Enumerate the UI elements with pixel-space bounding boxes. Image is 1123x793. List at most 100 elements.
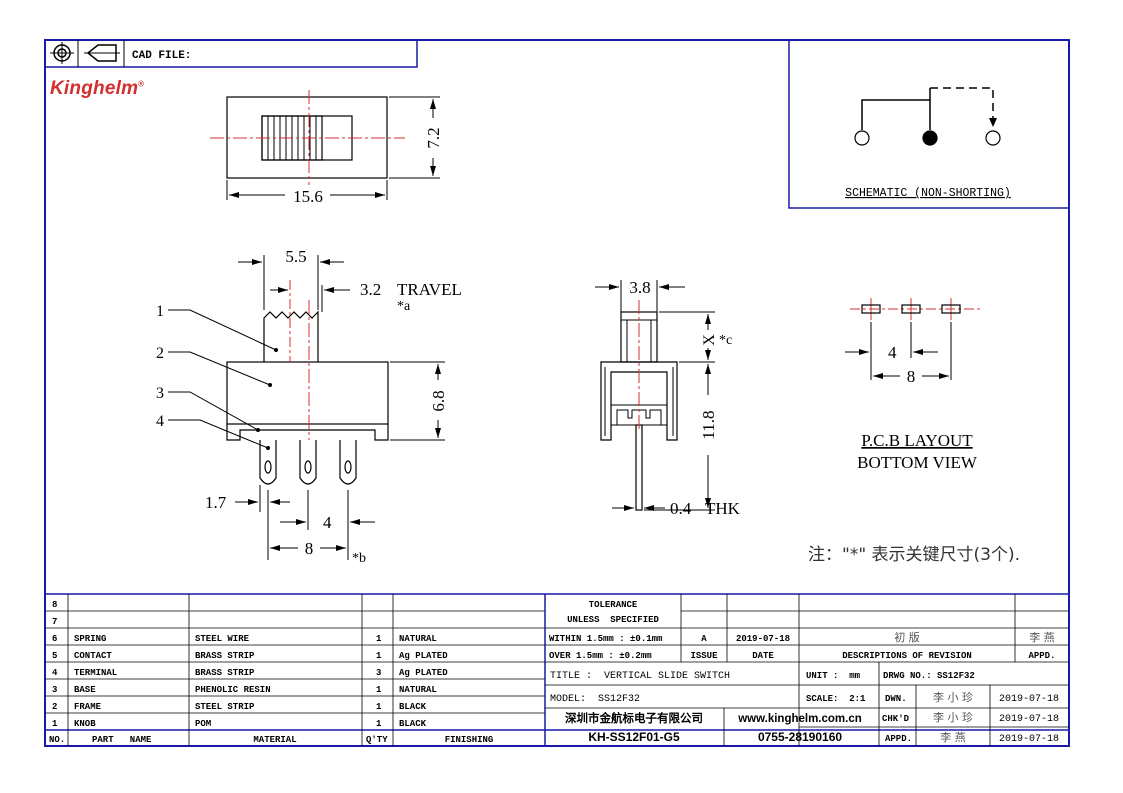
dwn-name: 李 小 珍	[933, 690, 973, 704]
pcb-pad-3	[941, 304, 961, 314]
bom-row-7-no: 7	[52, 617, 57, 627]
part-number: KH-SS12F01-G5	[588, 730, 680, 744]
travel-note: *a	[397, 299, 411, 314]
bom-header-material: MATERIAL	[253, 735, 296, 745]
appd-date: 2019-07-18	[999, 734, 1059, 745]
pin-offset-dim: 1.7	[205, 493, 227, 512]
dwn-label: DWN.	[885, 694, 907, 704]
pcb-title: P.C.B LAYOUT	[861, 431, 973, 450]
logo-registered-mark: ®	[138, 79, 145, 89]
travel-label: TRAVEL	[397, 280, 462, 299]
tolerance-within: WITHIN 1.5mm : ±0.1mm	[549, 634, 663, 644]
bom-row-3-material: PHENOLIC RESIN	[195, 685, 271, 695]
tolerance-subtitle: UNLESS SPECIFIED	[567, 615, 659, 625]
bom-row-4-qty: 3	[376, 668, 381, 678]
body-height-dim: 6.8	[429, 390, 448, 411]
revision-appd: 李 燕	[1029, 630, 1055, 644]
bom-row-3-finishing: NATURAL	[399, 685, 437, 695]
schematic-terminal-3	[985, 130, 1001, 146]
pcb-pitch-dim: 4	[888, 343, 897, 362]
travel-dim: 3.2	[360, 280, 381, 299]
top-height-dim: 7.2	[424, 127, 443, 148]
bom-row-1-qty: 1	[376, 719, 382, 729]
bom-row-2-qty: 1	[376, 702, 382, 712]
schematic-caption: SCHEMATIC (NON-SHORTING)	[845, 187, 1011, 200]
bom-row-2-finishing: BLACK	[399, 702, 427, 712]
revision-appd-label: APPD.	[1028, 651, 1055, 661]
sheet-border	[44, 39, 1070, 747]
revision-issue: A	[701, 634, 707, 644]
revision-date: 2019-07-18	[736, 634, 790, 644]
bom-row-5-qty: 1	[376, 651, 382, 661]
callout-3: 3	[156, 385, 164, 402]
chk-date: 2019-07-18	[999, 714, 1059, 725]
revision-date-label: DATE	[752, 651, 774, 661]
appd-label: APPD.	[885, 734, 912, 744]
pcb-pad-1	[861, 304, 881, 314]
title-block: 8 7 6 SPRING STEEL WIRE 1 NATURAL 5 CONT…	[45, 593, 1069, 746]
bom-header-part: PART NAME	[92, 735, 152, 745]
pin-pitch-dim: 4	[323, 513, 332, 532]
bom-row-2-no: 2	[52, 702, 57, 712]
top-view: 15.6 7.2	[210, 90, 443, 206]
front-view: 1 2 3 4 5.5 3.2 TRAVEL *a 6.8 1.7 4	[156, 247, 462, 566]
side-x-dim: X	[701, 334, 718, 346]
company-phone: 0755-28190160	[758, 730, 842, 744]
company-website: www.kinghelm.com.cn	[737, 713, 862, 725]
pin-span-note: *b	[352, 551, 366, 566]
pcb-span-dim: 8	[907, 367, 916, 386]
drwg-no-text: DRWG NO.: SS12F32	[883, 671, 975, 681]
company-name: 深圳市金航标电子有限公司	[565, 711, 703, 725]
chk-label: CHK'D	[882, 714, 910, 724]
bom-row-1-finishing: BLACK	[399, 719, 427, 729]
revision-desc: 初 版	[894, 630, 920, 644]
bom-row-5-material: BRASS STRIP	[195, 651, 255, 661]
chk-name: 李 小 珍	[933, 710, 973, 724]
cad-file-label: CAD FILE:	[132, 50, 191, 62]
bom-row-3-no: 3	[52, 685, 57, 695]
bom-row-5-part: CONTACT	[74, 651, 112, 661]
revision-issue-label: ISSUE	[690, 651, 718, 661]
revision-desc-label: DESCRIPTIONS OF REVISION	[842, 651, 972, 661]
unit-text: UNIT : mm	[806, 671, 861, 681]
bom-header-no: NO.	[49, 735, 65, 745]
schematic-terminal-1	[854, 130, 870, 146]
side-knob-width-dim: 3.8	[629, 278, 650, 297]
bom-row-6-material: STEEL WIRE	[195, 634, 250, 644]
appd-name: 李 燕	[940, 730, 966, 744]
callout-2: 2	[156, 345, 164, 362]
tolerance-over: OVER 1.5mm : ±0.2mm	[549, 651, 652, 661]
bom-row-6-finishing: NATURAL	[399, 634, 437, 644]
scale-text: SCALE: 2:1	[806, 694, 866, 704]
bom-row-4-finishing: Ag PLATED	[399, 668, 448, 678]
bom-row-3-part: BASE	[74, 685, 96, 695]
schematic-box: SCHEMATIC (NON-SHORTING)	[788, 39, 1070, 209]
knob-width-dim: 5.5	[285, 247, 306, 266]
bom-row-1-no: 1	[52, 719, 58, 729]
title-text: TITLE : VERTICAL SLIDE SWITCH	[550, 671, 730, 682]
kinghelm-logo: Kinghelm®	[50, 78, 144, 100]
bom-row-8-no: 8	[52, 600, 57, 610]
bom-row-4-part: TERMINAL	[74, 668, 117, 678]
model-text: MODEL: SS12F32	[550, 694, 640, 705]
bom-row-4-no: 4	[52, 668, 58, 678]
cad-header: CAD FILE:	[44, 39, 418, 68]
bom-row-1-part: KNOB	[74, 719, 96, 729]
pcb-pad-2	[901, 304, 921, 314]
schematic-terminal-common	[922, 130, 938, 146]
bom-row-4-material: BRASS STRIP	[195, 668, 255, 678]
front-pins	[259, 440, 357, 485]
bom-row-2-material: STEEL STRIP	[195, 702, 255, 712]
bom-row-6-qty: 1	[376, 634, 382, 644]
thickness-dim: 0.4	[670, 499, 692, 518]
side-height-dim: 11.8	[699, 410, 718, 439]
side-view: 3.8 X *c 11.8 0.4 THK	[595, 278, 741, 518]
side-x-note: *c	[719, 333, 732, 348]
bom-row-3-qty: 1	[376, 685, 382, 695]
bom-row-5-finishing: Ag PLATED	[399, 651, 448, 661]
callout-4: 4	[156, 413, 164, 430]
bom-row-6-part: SPRING	[74, 634, 106, 644]
projection-symbol-icon	[50, 42, 120, 64]
top-width-dim: 15.6	[293, 187, 323, 206]
